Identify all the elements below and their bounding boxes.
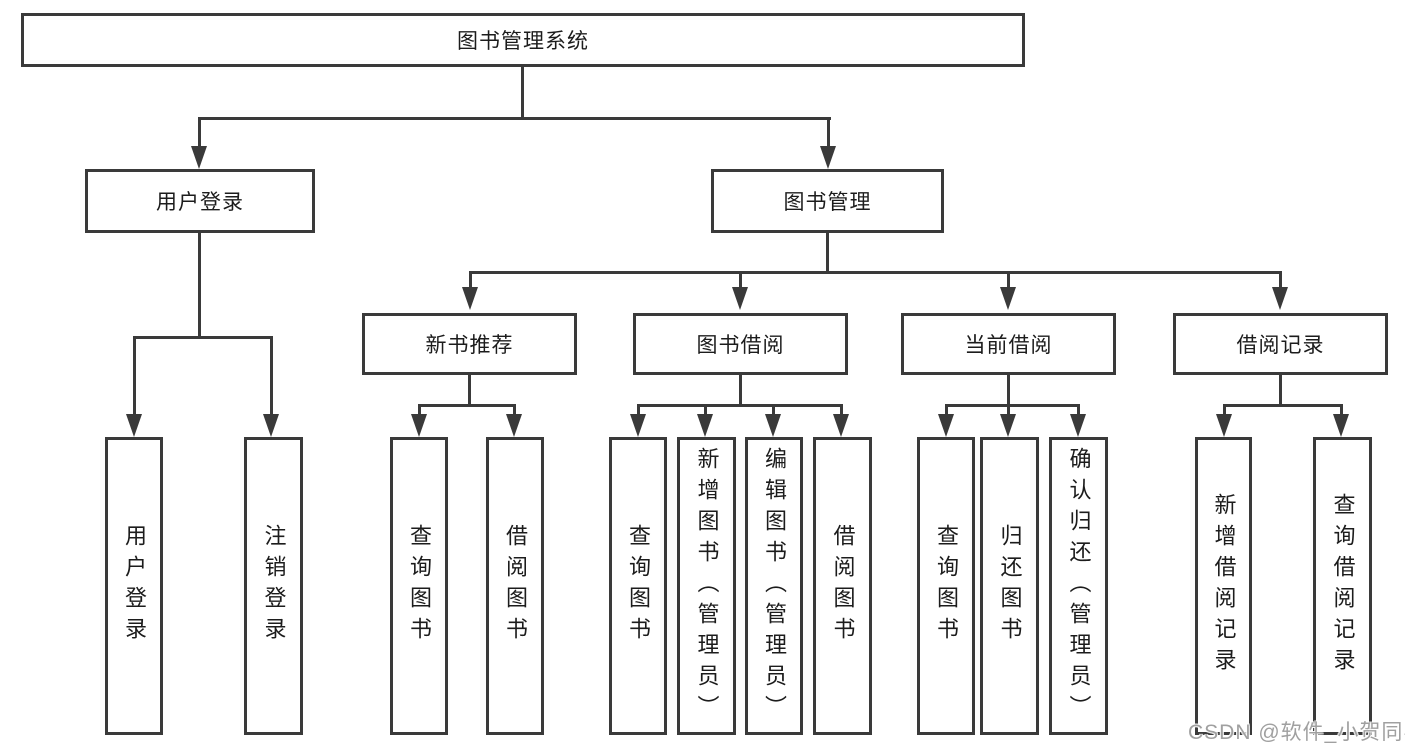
node-label: 新书推荐 xyxy=(425,334,514,357)
arrowhead-down xyxy=(263,414,279,437)
connector-userlogin-stem xyxy=(198,233,201,339)
node-library-management-system: 图书管理系统 xyxy=(21,13,1025,67)
leaf-bb-borrow-books: 借阅图书 xyxy=(813,437,872,735)
arrowhead-down xyxy=(462,287,478,310)
node-book-borrowing: 图书借阅 xyxy=(633,313,848,375)
csdn-watermark: CSDN @软件_小贺同学 xyxy=(1188,721,1405,744)
connector-userlogin-drop-left xyxy=(133,336,136,415)
arrowhead-down xyxy=(765,414,781,437)
leaf-label: 查询图书 xyxy=(407,524,432,648)
connector-br-rail xyxy=(1223,404,1343,407)
leaf-label: 注销登录 xyxy=(261,524,287,648)
connector-cb-drop-3 xyxy=(1077,404,1080,415)
connector-bookmgmt-drop-4 xyxy=(1279,271,1282,287)
connector-userlogin-rail xyxy=(133,336,273,339)
connector-bb-drop-3 xyxy=(772,404,775,415)
connector-bookmgmt-rail xyxy=(469,271,1282,274)
leaf-label: 新增图书（管理员） xyxy=(694,446,720,726)
leaf-br-add-borrow-record: 新增借阅记录 xyxy=(1195,437,1252,735)
connector-nbr-stem xyxy=(468,375,471,406)
leaf-bb-query-books: 查询图书 xyxy=(609,437,667,735)
connector-cb-stem xyxy=(1007,375,1010,406)
arrowhead-down xyxy=(732,287,748,310)
leaf-bb-edit-books-admin: 编辑图书（管理员） xyxy=(745,437,803,735)
leaf-cb-query-books: 查询图书 xyxy=(917,437,975,735)
connector-bb-drop-2 xyxy=(704,404,707,415)
arrowhead-down xyxy=(938,414,954,437)
leaf-label: 查询图书 xyxy=(934,524,959,648)
leaf-nbr-query-books: 查询图书 xyxy=(390,437,448,735)
leaf-label: 用户登录 xyxy=(122,524,147,648)
leaf-user-login: 用户登录 xyxy=(105,437,163,735)
node-label: 当前借阅 xyxy=(964,334,1053,357)
arrowhead-down xyxy=(1070,414,1086,437)
arrowhead-down xyxy=(411,414,427,437)
arrowhead-down xyxy=(820,146,836,169)
connector-nbr-rail xyxy=(418,404,516,407)
connector-root-stem xyxy=(521,67,524,119)
leaf-label: 确认归还（管理员） xyxy=(1066,446,1092,726)
connector-br-drop-2 xyxy=(1340,404,1343,415)
arrowhead-down xyxy=(1216,414,1232,437)
node-label: 图书借阅 xyxy=(696,334,785,357)
node-label: 借阅记录 xyxy=(1236,334,1325,357)
arrowhead-down xyxy=(697,414,713,437)
connector-root-drop-right xyxy=(827,117,830,148)
connector-cb-rail xyxy=(945,404,1080,407)
arrowhead-down xyxy=(1272,287,1288,310)
arrowhead-down xyxy=(630,414,646,437)
arrowhead-down xyxy=(1000,287,1016,310)
connector-nbr-drop-2 xyxy=(513,404,516,415)
leaf-label: 借阅图书 xyxy=(830,524,856,648)
leaf-logout-login: 注销登录 xyxy=(244,437,303,735)
leaf-label: 新增借阅记录 xyxy=(1211,493,1237,679)
leaf-label: 查询借阅记录 xyxy=(1330,493,1356,679)
arrowhead-down xyxy=(1000,414,1016,437)
connector-br-drop-1 xyxy=(1223,404,1226,415)
leaf-br-query-borrow-record: 查询借阅记录 xyxy=(1313,437,1372,735)
leaf-cb-return-books: 归还图书 xyxy=(980,437,1039,735)
leaf-label: 归还图书 xyxy=(997,524,1023,648)
node-label: 用户登录 xyxy=(156,191,244,214)
leaf-label: 借阅图书 xyxy=(503,524,528,648)
connector-bb-drop-1 xyxy=(637,404,640,415)
node-book-management: 图书管理 xyxy=(711,169,944,233)
node-user-login: 用户登录 xyxy=(85,169,315,233)
connector-cb-drop-1 xyxy=(945,404,948,415)
node-current-borrowing: 当前借阅 xyxy=(901,313,1116,375)
node-label: 图书管理 xyxy=(783,191,872,214)
connector-userlogin-drop-right xyxy=(270,336,273,415)
leaf-cb-confirm-return-admin: 确认归还（管理员） xyxy=(1049,437,1108,735)
node-borrow-records: 借阅记录 xyxy=(1173,313,1388,375)
arrowhead-down xyxy=(833,414,849,437)
connector-root-rail xyxy=(198,117,831,120)
node-new-book-recommend: 新书推荐 xyxy=(362,313,577,375)
connector-bb-stem xyxy=(739,375,742,406)
node-label: 图书管理系统 xyxy=(457,30,589,53)
connector-cb-drop-2 xyxy=(1007,404,1010,415)
leaf-label: 编辑图书（管理员） xyxy=(762,446,787,726)
leaf-nbr-borrow-books: 借阅图书 xyxy=(486,437,544,735)
leaf-bb-add-books-admin: 新增图书（管理员） xyxy=(677,437,736,735)
connector-nbr-drop-1 xyxy=(418,404,421,415)
connector-bb-rail xyxy=(637,404,843,407)
arrowhead-down xyxy=(126,414,142,437)
connector-bookmgmt-stem xyxy=(826,233,829,274)
connector-br-stem xyxy=(1279,375,1282,406)
arrowhead-down xyxy=(191,146,207,169)
arrowhead-down xyxy=(1333,414,1349,437)
leaf-label: 查询图书 xyxy=(626,524,651,648)
connector-bookmgmt-drop-3 xyxy=(1007,271,1010,287)
arrowhead-down xyxy=(506,414,522,437)
connector-bookmgmt-drop-2 xyxy=(739,271,742,287)
connector-bookmgmt-drop-1 xyxy=(469,271,472,287)
connector-bb-drop-4 xyxy=(840,404,843,415)
connector-root-drop-left xyxy=(198,117,201,148)
